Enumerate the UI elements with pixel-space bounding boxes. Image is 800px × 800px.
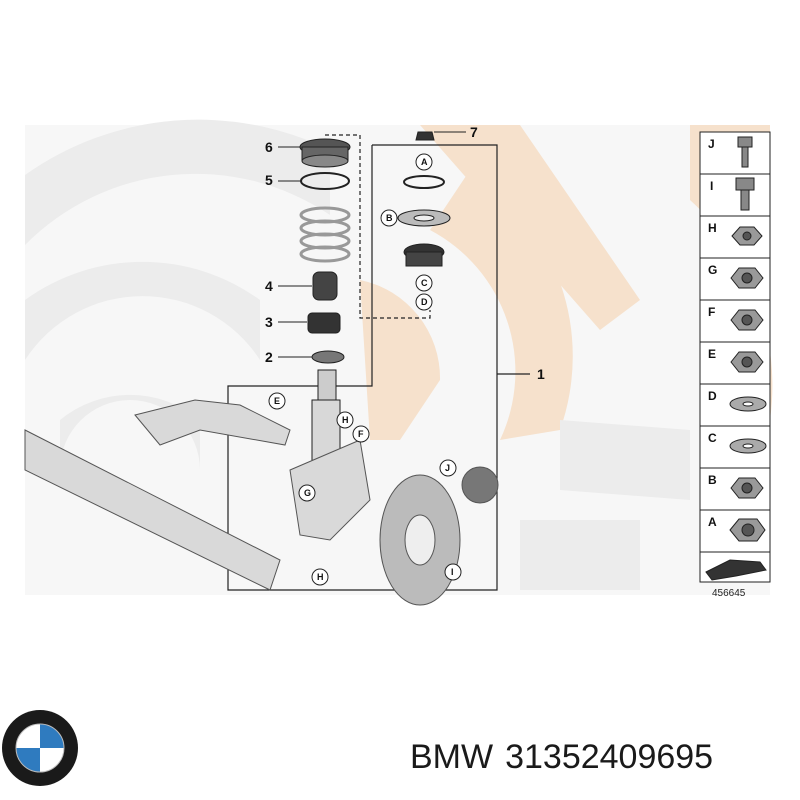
svg-text:D: D xyxy=(708,389,717,403)
diagram-number: 456645 xyxy=(712,588,746,599)
svg-text:B: B xyxy=(708,473,717,487)
circle-label-a: A xyxy=(415,153,433,171)
svg-text:H: H xyxy=(342,415,349,425)
nut-b-icon xyxy=(730,477,764,499)
circle-label-j: J xyxy=(439,459,457,477)
nut-f-icon xyxy=(730,309,764,331)
callout-1: 1 xyxy=(537,366,545,382)
svg-text:G: G xyxy=(708,263,717,277)
bolt-i-icon xyxy=(735,177,755,211)
circle-label-c: C xyxy=(415,274,433,292)
suspension-sketch xyxy=(24,399,499,606)
nut-a-icon xyxy=(729,518,766,542)
circle-label-b: B xyxy=(380,209,398,227)
nut-h-icon xyxy=(731,226,763,246)
leader-frames xyxy=(227,134,530,591)
svg-text:E: E xyxy=(274,396,280,406)
svg-text:J: J xyxy=(445,463,450,473)
callout-6: 6 xyxy=(265,139,273,155)
svg-text:F: F xyxy=(358,429,364,439)
callout-7: 7 xyxy=(470,124,478,140)
svg-text:A: A xyxy=(421,157,428,167)
arrow-tool-icon xyxy=(705,559,767,581)
circle-label-i: I xyxy=(444,563,462,581)
callout-3: 3 xyxy=(265,314,273,330)
svg-text:A: A xyxy=(708,515,717,529)
circled-letter-labels: A B C D E F G H H I J xyxy=(268,153,462,586)
svg-text:C: C xyxy=(708,431,717,445)
circle-label-f: F xyxy=(352,425,370,443)
svg-text:J: J xyxy=(708,137,715,151)
bmw-logo xyxy=(2,710,78,786)
svg-text:I: I xyxy=(451,567,454,577)
svg-text:E: E xyxy=(708,347,716,361)
svg-text:D: D xyxy=(421,297,428,307)
caption-part-number: 31352409695 xyxy=(505,738,714,776)
circle-label-g: G xyxy=(298,484,316,502)
bolt-j-icon xyxy=(737,136,753,168)
callout-4: 4 xyxy=(265,278,273,294)
svg-text:B: B xyxy=(386,213,393,223)
circle-label-h-lower: H xyxy=(311,568,329,586)
hardware-panel: J I H G F E D C B A 456645 xyxy=(699,131,771,599)
svg-text:C: C xyxy=(421,278,428,288)
nut-e-icon xyxy=(730,351,764,373)
svg-text:I: I xyxy=(710,179,713,193)
circle-label-d: D xyxy=(415,293,433,311)
callout-2: 2 xyxy=(265,349,273,365)
part-caption: BMW 31352409695 xyxy=(410,738,725,777)
washer-c-icon xyxy=(729,438,767,454)
circle-label-e: E xyxy=(268,392,286,410)
washer-d-icon xyxy=(729,396,767,412)
svg-text:H: H xyxy=(317,572,324,582)
svg-text:G: G xyxy=(304,488,311,498)
caption-brand: BMW xyxy=(410,738,494,776)
callout-5: 5 xyxy=(265,172,273,188)
callouts: 6 5 4 3 2 7 1 xyxy=(265,124,545,382)
upper-mount-parts xyxy=(397,175,451,267)
circle-label-h-upper: H xyxy=(336,411,354,429)
svg-text:H: H xyxy=(708,221,717,235)
nut-g-icon xyxy=(730,267,764,289)
svg-text:F: F xyxy=(708,305,715,319)
